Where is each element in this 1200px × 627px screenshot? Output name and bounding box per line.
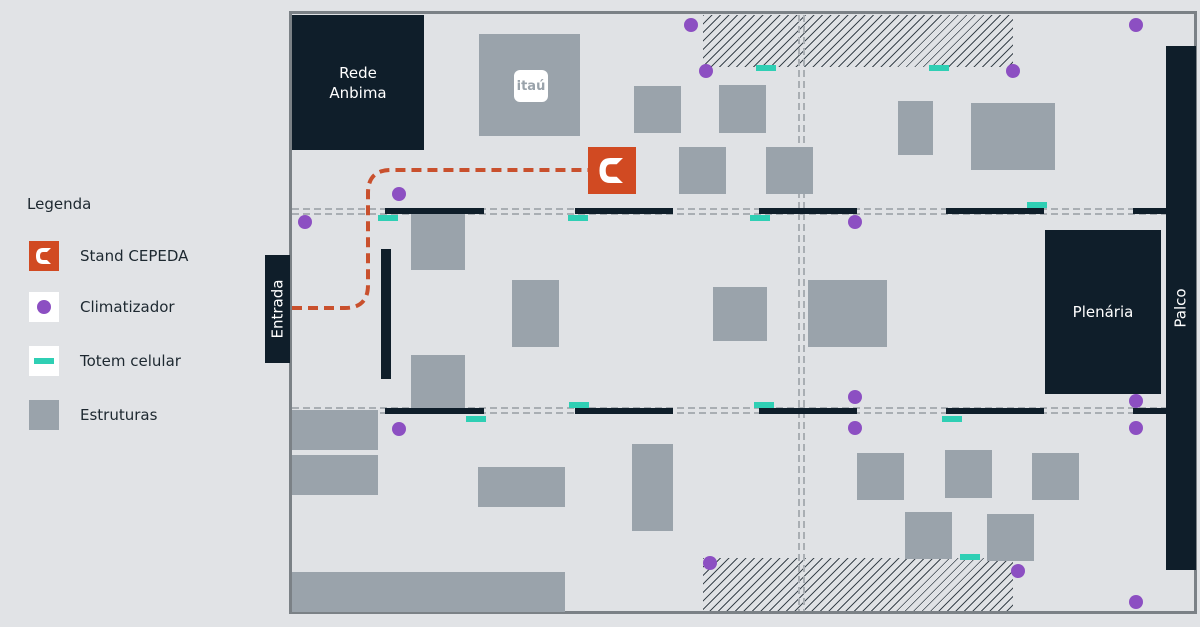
structure [292, 572, 565, 612]
plenaria-label: Plenária [1072, 303, 1134, 321]
palco-area: Palco [1166, 46, 1196, 570]
climatizador-icon [1011, 564, 1025, 578]
wall-vertical [381, 249, 391, 379]
climatizador-icon [1129, 421, 1143, 435]
legend-label: Climatizador [80, 298, 175, 316]
rede-anbima-area: Rede Anbima [292, 15, 424, 150]
totem-icon [1027, 202, 1047, 208]
itau-label: itaú [516, 78, 546, 94]
climatizador-icon [298, 215, 312, 229]
wall [575, 208, 673, 214]
structure [945, 450, 992, 498]
legend-item-climatizador: Climatizador [27, 292, 287, 324]
climatizador-icon [1129, 18, 1143, 32]
wall [385, 408, 484, 414]
structure [634, 86, 681, 133]
legend-label: Totem celular [80, 352, 181, 370]
structure [292, 455, 378, 495]
structure [411, 214, 465, 270]
rede-anbima-label: Rede Anbima [329, 63, 387, 102]
structure [411, 355, 465, 408]
structure [679, 147, 726, 194]
totem-icon [569, 402, 589, 408]
totem-icon [378, 215, 398, 221]
legend-label: Stand CEPEDA [80, 247, 189, 265]
climatizador-icon [392, 187, 406, 201]
climatizador-icon [699, 64, 713, 78]
hatched-area-top [703, 15, 1013, 67]
structure [971, 103, 1055, 170]
structure [292, 410, 378, 450]
teal-bar-icon [29, 346, 59, 376]
climatizador-icon [392, 422, 406, 436]
gray-square-icon [29, 400, 59, 430]
stand-cepeda-icon [588, 147, 636, 194]
hatched-area-bottom [703, 558, 1013, 611]
structure [1032, 453, 1079, 500]
wall [759, 408, 857, 414]
structure [632, 444, 673, 531]
structure [857, 453, 904, 500]
legend-item-estruturas: Estruturas [27, 400, 287, 432]
structure [808, 280, 887, 347]
wall [1133, 408, 1166, 414]
plenaria-area: Plenária [1045, 230, 1161, 394]
wall [385, 208, 484, 214]
totem-icon [756, 65, 776, 71]
structure [478, 467, 565, 507]
totem-icon [929, 65, 949, 71]
structure [512, 280, 559, 347]
totem-icon [942, 416, 962, 422]
entrada-area: Entrada [265, 255, 290, 363]
legend-item-stand: Stand CEPEDA [27, 241, 287, 273]
climatizador-icon [684, 18, 698, 32]
climatizador-icon [1129, 595, 1143, 609]
climatizador-icon [848, 215, 862, 229]
purple-dot-icon [29, 292, 59, 322]
structure [719, 85, 766, 133]
legend-item-totem: Totem celular [27, 346, 287, 378]
structure [713, 287, 767, 341]
wall [946, 408, 1044, 414]
route-path [292, 168, 588, 310]
legend-title: Legenda [27, 195, 92, 213]
climatizador-icon [1006, 64, 1020, 78]
climatizador-icon [1129, 394, 1143, 408]
structure [898, 101, 933, 155]
wall [759, 208, 857, 214]
wall [1133, 208, 1166, 214]
cepeda-logo-icon [29, 241, 59, 271]
itau-logo-icon: itaú [514, 70, 548, 102]
legend-label: Estruturas [80, 406, 158, 424]
wall [946, 208, 1044, 214]
structure [905, 512, 952, 559]
totem-icon [568, 215, 588, 221]
structure [766, 147, 813, 194]
wall [575, 408, 673, 414]
totem-icon [750, 215, 770, 221]
totem-icon [754, 402, 774, 408]
totem-icon [960, 554, 980, 560]
climatizador-icon [848, 390, 862, 404]
climatizador-icon [703, 556, 717, 570]
structure [987, 514, 1034, 561]
climatizador-icon [848, 421, 862, 435]
totem-icon [466, 416, 486, 422]
